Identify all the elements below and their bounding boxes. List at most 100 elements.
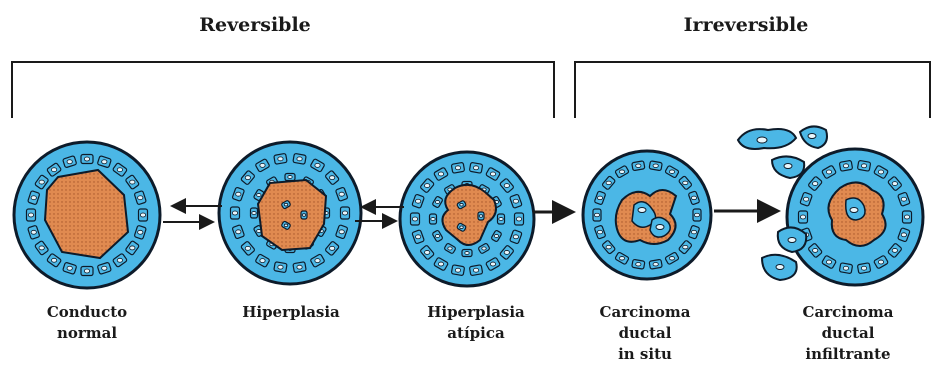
cell-nucleus	[278, 265, 283, 269]
cell-nucleus	[448, 247, 452, 250]
cell-nucleus	[315, 163, 320, 167]
cell-nucleus	[473, 268, 478, 272]
cell-nucleus	[653, 262, 658, 266]
cell-nucleus	[278, 157, 283, 161]
stage-label-hiperplasia-atipica: Hiperplasia atípica	[401, 302, 551, 344]
duct-carcinoma-in-situ	[583, 151, 711, 279]
cell-nucleus	[455, 268, 460, 272]
cell-nucleus	[236, 192, 241, 196]
cell-nucleus	[39, 246, 44, 250]
cell-nucleus	[412, 217, 417, 221]
reversible-bracket	[12, 62, 554, 118]
cell-nucleus	[438, 172, 443, 176]
cell-nucleus	[232, 211, 237, 215]
cell-nucleus	[138, 230, 143, 234]
cell-nucleus	[435, 234, 439, 237]
cell-nucleus	[594, 213, 599, 217]
cell-nucleus	[315, 259, 320, 263]
irreversible-bracket	[575, 62, 930, 118]
duct-hiperplasia	[219, 142, 361, 284]
cell-nucleus	[297, 157, 302, 161]
cell-nucleus	[513, 199, 518, 203]
cell-nucleus	[339, 230, 344, 234]
cell-nucleus	[39, 180, 44, 184]
cell-nucleus	[516, 217, 521, 221]
cell-nucleus	[140, 213, 145, 217]
cell-nucleus	[236, 230, 241, 234]
cell-nucleus	[826, 260, 831, 264]
cell-nucleus	[130, 180, 135, 184]
cell-nucleus	[843, 164, 848, 168]
stage-label-line: Carcinoma	[570, 302, 720, 323]
cell-nucleus	[138, 196, 143, 200]
cell-nucleus	[904, 215, 909, 219]
cell-nucleus	[479, 215, 483, 218]
cell-nucleus	[490, 172, 495, 176]
stage-label-line: normal	[12, 323, 162, 344]
cell-nucleus	[339, 192, 344, 196]
cell-nucleus	[260, 163, 265, 167]
cell-nucleus	[878, 260, 883, 264]
cell-nucleus	[490, 262, 495, 266]
cell-nucleus	[245, 246, 250, 250]
cell-nucleus	[415, 199, 420, 203]
cell-nucleus	[431, 217, 435, 220]
stage-label-line: infiltrante	[773, 344, 923, 365]
cell-nucleus	[84, 157, 89, 161]
cell-nucleus	[636, 164, 641, 168]
cell-nucleus	[813, 248, 818, 252]
cell-nucleus	[482, 247, 486, 250]
cell-nucleus	[683, 245, 688, 249]
cell-nucleus	[130, 246, 135, 250]
cell-nucleus	[892, 248, 897, 252]
cell-nucleus	[284, 203, 288, 206]
cell-nucleus	[694, 213, 699, 217]
cell-nucleus	[288, 175, 292, 178]
stage-label-carcinoma-in-situ: Carcinoma ductal in situ	[570, 302, 720, 365]
cell-nucleus	[102, 266, 107, 270]
cell-nucleus	[901, 197, 906, 201]
cell-nucleus	[843, 266, 848, 270]
cell-nucleus	[513, 235, 518, 239]
reversible-heading: Reversible	[199, 14, 311, 36]
cell-nucleus	[302, 214, 306, 217]
cell-nucleus	[31, 230, 36, 234]
stage-label-conducto-normal: Conducto normal	[12, 302, 162, 344]
cell-nucleus	[28, 213, 33, 217]
cell-nucleus	[260, 259, 265, 263]
cell-nucleus	[606, 245, 611, 249]
cell-nucleus	[435, 200, 439, 203]
cell-nucleus	[669, 257, 674, 261]
duct-carcinoma-infiltrante	[738, 126, 923, 285]
stage-label-line: ductal	[773, 323, 923, 344]
stage-label-line: Carcinoma	[773, 302, 923, 323]
cell-nucleus	[252, 211, 256, 214]
cell-nucleus	[892, 182, 897, 186]
cell-nucleus	[653, 164, 658, 168]
cell-nucleus	[284, 224, 288, 227]
cell-nucleus	[297, 265, 302, 269]
cell-nucleus	[691, 196, 696, 200]
cell-nucleus	[803, 197, 808, 201]
cell-nucleus	[329, 176, 334, 180]
cell-nucleus	[499, 217, 503, 220]
cell-nucleus	[861, 164, 866, 168]
cell-nucleus	[683, 181, 688, 185]
cell-nucleus	[342, 211, 347, 215]
cell-nucleus	[669, 170, 674, 174]
cell-nucleus	[619, 170, 624, 174]
cell-nucleus	[425, 184, 430, 188]
cell-nucleus	[504, 184, 509, 188]
cell-nucleus	[257, 193, 261, 196]
cell-nucleus	[901, 233, 906, 237]
stage-label-line: Hiperplasia	[401, 302, 551, 323]
cell-nucleus	[800, 215, 805, 219]
cell-nucleus	[425, 250, 430, 254]
cell-nucleus	[117, 258, 122, 262]
cell-nucleus	[460, 203, 464, 206]
cell-nucleus	[691, 230, 696, 234]
cell-nucleus	[826, 170, 831, 174]
cell-nucleus	[504, 250, 509, 254]
cell-nucleus	[455, 166, 460, 170]
